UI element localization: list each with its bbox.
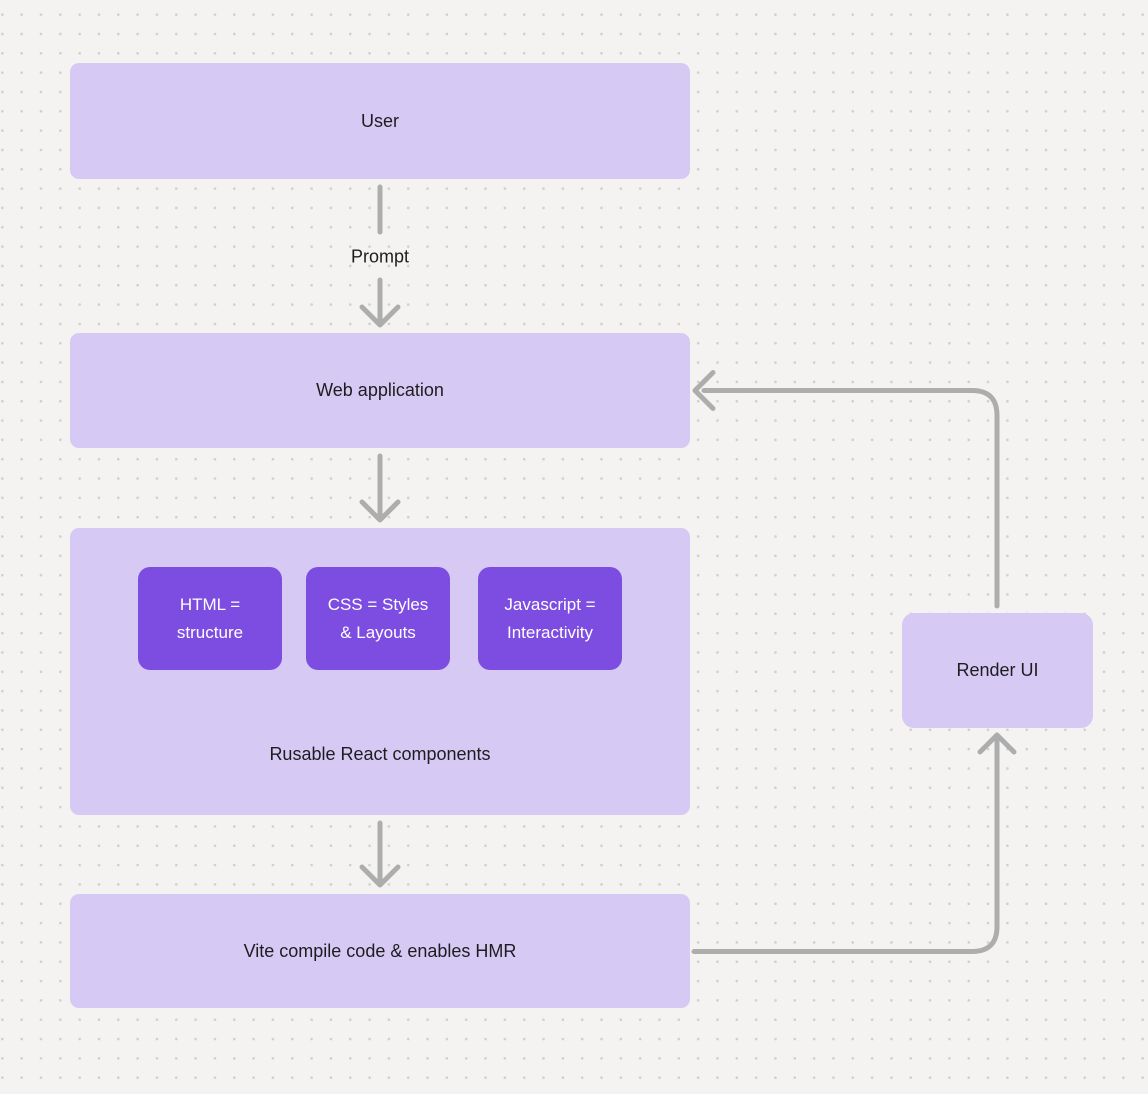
- chip-html: HTML = structure: [138, 567, 282, 670]
- node-vite-label: Vite compile code & enables HMR: [243, 940, 517, 961]
- chip-javascript-label: Javascript = Interactivity: [504, 594, 596, 642]
- arrowhead-down-components-to-vite: [359, 864, 401, 888]
- node-user-label: User: [360, 110, 399, 131]
- node-web-application: Web application: [70, 333, 690, 448]
- node-render-ui-label: Render UI: [956, 660, 1039, 680]
- chip-css: CSS = Styles & Layouts: [306, 567, 450, 670]
- node-render-ui: Render UI: [902, 613, 1093, 728]
- node-vite: Vite compile code & enables HMR: [70, 894, 690, 1008]
- arrowhead-down-user-to-webapp: [359, 304, 401, 328]
- node-user: User: [70, 63, 690, 179]
- chip-javascript: Javascript = Interactivity: [478, 567, 622, 670]
- chip-css-label: CSS = Styles & Layouts: [327, 594, 429, 642]
- arrowhead-up-vite-to-renderui: [977, 732, 1017, 755]
- edge-vite-to-renderui-line: [691, 737, 1000, 954]
- edge-label-prompt: Prompt: [350, 246, 410, 267]
- node-components-group: HTML = structure CSS = Styles & Layouts …: [70, 528, 690, 815]
- arrowhead-down-webapp-to-components: [359, 499, 401, 523]
- edge-renderui-to-webapp-line: [701, 388, 1000, 609]
- components-group-label: Rusable React components: [269, 744, 491, 764]
- chip-html-label: HTML = structure: [176, 594, 244, 642]
- node-web-application-label: Web application: [316, 380, 444, 400]
- arrowhead-left-renderui-to-webapp: [692, 370, 716, 411]
